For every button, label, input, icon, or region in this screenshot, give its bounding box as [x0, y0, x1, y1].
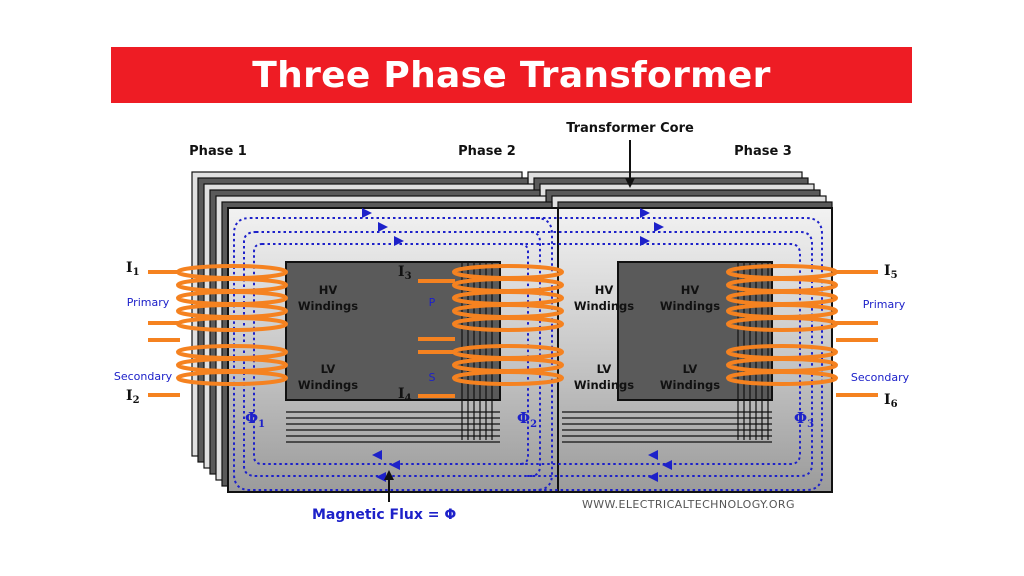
- lv-label-1: LV: [321, 362, 336, 376]
- lv-coil-turn: [726, 370, 838, 386]
- hv-coil-turn: [452, 316, 564, 332]
- flux-phi3: Φ3: [794, 409, 814, 430]
- windings-label-2b: Windings: [574, 378, 634, 392]
- phase2-label: Phase 2: [458, 144, 516, 159]
- current-i3: I3: [398, 264, 412, 282]
- watermark: WWW.ELECTRICALTECHNOLOGY.ORG: [582, 498, 795, 511]
- current-i2: I2: [126, 388, 140, 406]
- windings-label-2a: Windings: [574, 299, 634, 313]
- lv-coil-turn: [452, 370, 564, 386]
- windings-label-1a: Windings: [298, 299, 358, 313]
- flux-pointer-arrow: [384, 470, 394, 502]
- current-i1: I1: [126, 260, 140, 278]
- phase1-label: Phase 1: [189, 144, 247, 159]
- current-i6: I6: [884, 392, 898, 410]
- lv-coil-turn: [176, 370, 288, 386]
- primary-label-left: Primary: [127, 296, 170, 309]
- s-label: S: [429, 371, 436, 384]
- flux-phi1: Φ1: [245, 409, 265, 430]
- lv-label-3: LV: [683, 362, 698, 376]
- lv-label-2: LV: [597, 362, 612, 376]
- magnetic-flux-label: Magnetic Flux = Φ: [312, 507, 456, 523]
- secondary-label-left: Secondary: [114, 370, 173, 383]
- flux-arrows: [362, 208, 672, 482]
- coils: [148, 264, 878, 398]
- hv-label-3: HV: [681, 283, 700, 297]
- windings-label-1b: Windings: [298, 378, 358, 392]
- flux-paths: [233, 217, 823, 491]
- windings-label-3a: Windings: [660, 299, 720, 313]
- hv-label-1: HV: [319, 283, 338, 297]
- p-label: P: [429, 296, 436, 309]
- current-i4: I4: [398, 386, 412, 404]
- primary-label-right: Primary: [863, 298, 906, 311]
- current-i5: I5: [884, 263, 898, 281]
- secondary-label-right: Secondary: [851, 371, 910, 384]
- title-banner: Three Phase Transformer: [111, 47, 912, 103]
- core-pointer-arrow: [625, 140, 635, 188]
- page-title: Three Phase Transformer: [252, 54, 771, 96]
- core-label: Transformer Core: [566, 121, 694, 136]
- flux-phi2: Φ2: [517, 409, 537, 430]
- windings-label-3b: Windings: [660, 378, 720, 392]
- hv-label-2: HV: [595, 283, 614, 297]
- phase3-label: Phase 3: [734, 144, 792, 159]
